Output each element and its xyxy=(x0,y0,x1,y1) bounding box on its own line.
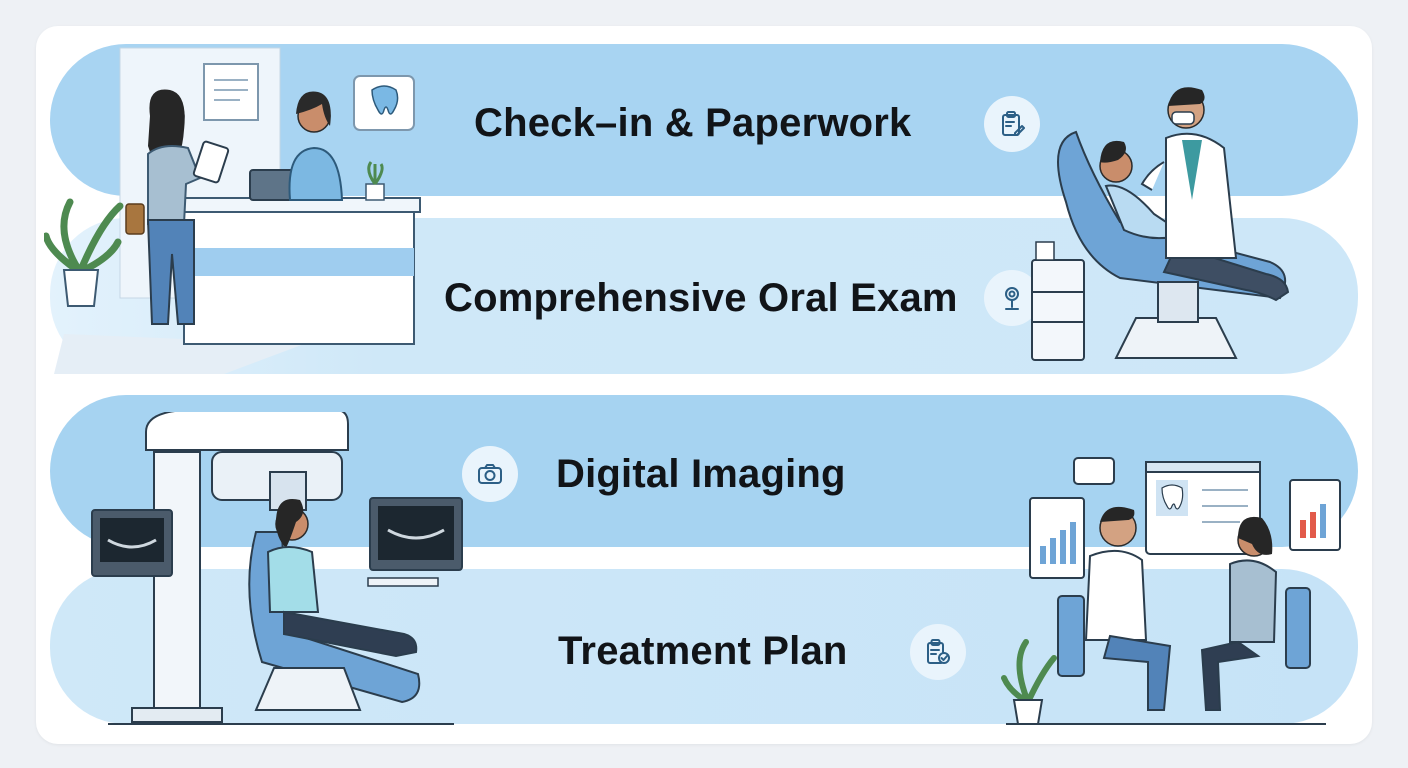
step-title-checkin: Check–in & Paperwork xyxy=(474,101,912,145)
step-title-treatment: Treatment Plan xyxy=(558,629,848,673)
step-title-imaging: Digital Imaging xyxy=(556,452,846,496)
oral-exam-illustration xyxy=(1031,87,1290,361)
clipboard-pen-icon xyxy=(984,96,1040,152)
step-title-exam: Comprehensive Oral Exam xyxy=(444,276,958,320)
clipboard-check-icon xyxy=(910,624,966,680)
camera-icon xyxy=(462,446,518,502)
reception-desk-illustration xyxy=(44,47,421,374)
dental-mirror-icon xyxy=(984,270,1040,326)
digital-imaging-illustration xyxy=(91,412,463,725)
treatment-plan-illustration xyxy=(1001,457,1341,725)
